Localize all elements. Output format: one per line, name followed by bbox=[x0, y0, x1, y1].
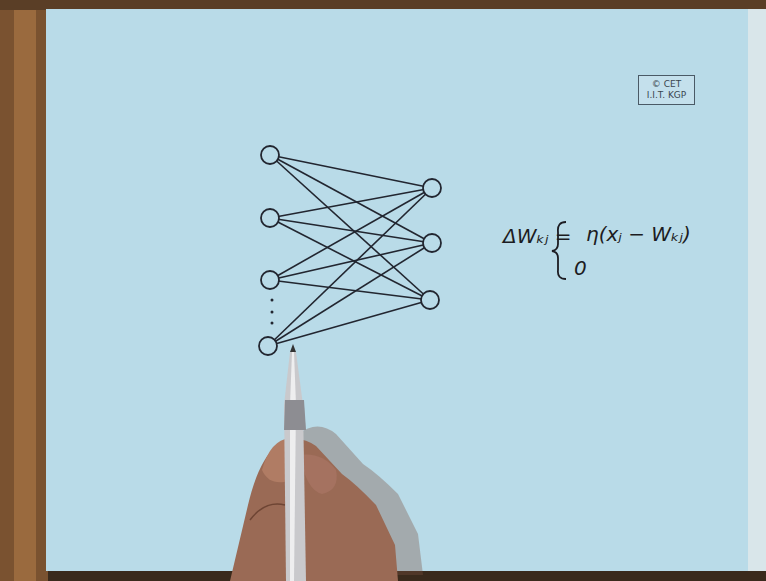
wood-frame bbox=[0, 0, 48, 581]
board-panel bbox=[46, 9, 754, 571]
neuron-circles bbox=[259, 146, 441, 355]
hand-with-pen bbox=[230, 344, 423, 581]
watermark-text: © CET bbox=[644, 79, 689, 90]
watermark-text: I.I.T. KGP bbox=[644, 90, 689, 101]
equation-text: η(xⱼ − Wₖⱼ) bbox=[586, 224, 691, 244]
ellipsis-dots bbox=[271, 299, 274, 325]
equation-text: ΔWₖⱼ = bbox=[503, 226, 572, 246]
wood-frame bbox=[0, 0, 766, 10]
watermark-box: © CETI.I.T. KGP bbox=[638, 75, 695, 105]
panel-edge bbox=[748, 9, 766, 571]
network-connections bbox=[268, 155, 432, 346]
equation-text: 0 bbox=[574, 258, 587, 278]
wood-frame bbox=[14, 0, 36, 581]
